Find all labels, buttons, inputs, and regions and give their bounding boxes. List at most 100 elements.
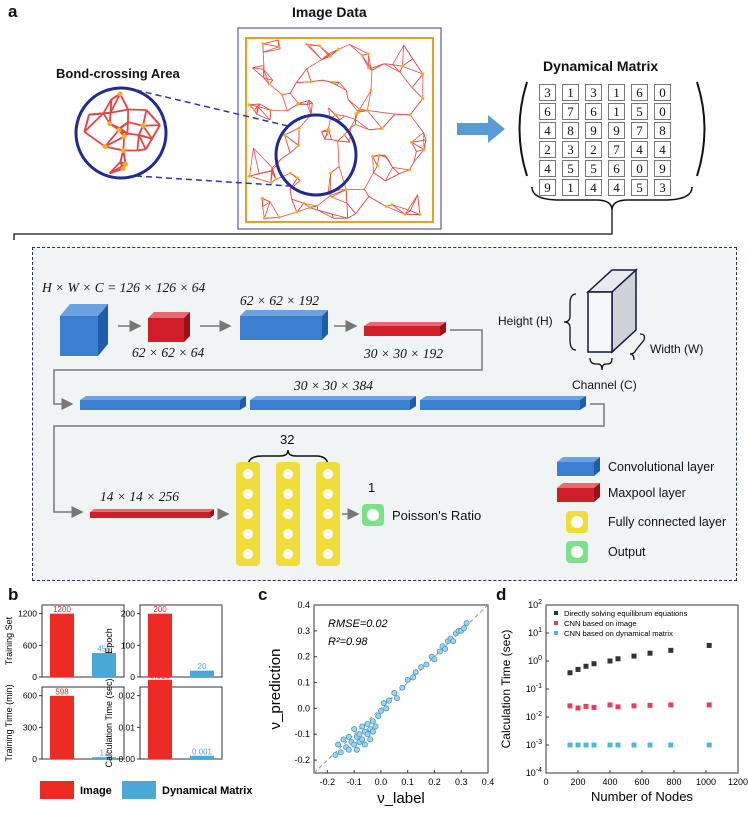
- fc-neuron: [283, 549, 293, 559]
- data-point: [351, 741, 358, 748]
- bond: [330, 189, 347, 196]
- bond: [252, 67, 265, 79]
- bond: [249, 103, 260, 106]
- data-point: [359, 736, 366, 743]
- matrix-cell: 0: [654, 103, 671, 120]
- data-point: [706, 702, 712, 708]
- bond: [256, 113, 271, 121]
- bond: [287, 104, 298, 112]
- bond: [402, 65, 424, 75]
- node: [309, 80, 313, 84]
- data-point: [337, 749, 344, 756]
- bond: [258, 169, 273, 174]
- bond: [368, 196, 387, 207]
- plot-frame: [313, 604, 489, 774]
- bond: [249, 148, 254, 177]
- bond: [349, 43, 369, 55]
- data-point: [575, 742, 581, 748]
- data-point: [394, 695, 400, 701]
- data-point: [706, 642, 712, 648]
- bond: [281, 152, 291, 159]
- hwc-label: H × W × C = 126 × 126 × 64: [42, 280, 206, 295]
- data-point: [364, 731, 371, 738]
- bar-value-label: 17: [100, 749, 109, 758]
- x-tick-label: -0.1: [346, 777, 362, 787]
- matrix-cell: 4: [608, 179, 625, 196]
- data-point: [353, 746, 360, 753]
- data-point: [383, 705, 390, 712]
- matrix-cell: 6: [631, 84, 648, 101]
- data-point: [369, 728, 376, 735]
- fc-layer-1: [236, 462, 260, 566]
- fc-neuron: [283, 469, 293, 479]
- node: [262, 216, 266, 220]
- data-point: [356, 731, 363, 738]
- y-tick-label: 102: [528, 599, 542, 610]
- x-tick-label: -0.2: [320, 777, 336, 787]
- matrix-cell: 5: [585, 160, 602, 177]
- zoom-bond: [103, 111, 111, 115]
- bond: [392, 64, 403, 67]
- node: [261, 42, 265, 46]
- data-point: [591, 661, 597, 667]
- node: [302, 201, 306, 205]
- node: [390, 203, 394, 207]
- data-point: [631, 653, 637, 659]
- matrix-cell: 8: [654, 122, 671, 139]
- data-point: [607, 702, 613, 708]
- bond: [322, 79, 335, 83]
- tick-label: 600: [23, 691, 37, 701]
- bar: [148, 679, 172, 759]
- bond: [399, 71, 413, 88]
- bond: [308, 100, 313, 104]
- zoom-bond: [136, 134, 140, 151]
- network-border: [245, 37, 434, 223]
- data-point: [607, 742, 613, 748]
- data-point: [575, 666, 581, 672]
- node: [342, 133, 346, 137]
- bond: [296, 207, 310, 213]
- fc-neuron: [243, 469, 253, 479]
- fc-layer-2: [276, 462, 300, 566]
- data-point: [404, 677, 411, 683]
- legend-label: Directly solving equilibrum equations: [564, 609, 687, 618]
- maxpool-layer-2: [364, 322, 446, 336]
- bond: [409, 98, 424, 116]
- fc-neuron: [323, 529, 333, 539]
- x-axis-label: Number of Nodes: [591, 789, 693, 804]
- zoom-node: [107, 121, 113, 127]
- matrix-cell: 2: [539, 141, 556, 158]
- bond: [298, 100, 310, 104]
- bond: [306, 68, 312, 82]
- bond: [391, 204, 411, 212]
- zoom-node: [123, 161, 129, 167]
- fc-neuron: [243, 509, 253, 519]
- bond: [392, 167, 410, 171]
- zoom-bond: [104, 145, 124, 152]
- bond: [381, 113, 396, 129]
- x-tick-label: 0.1: [401, 777, 414, 787]
- bond: [409, 194, 418, 211]
- data-point: [647, 742, 653, 748]
- node: [328, 54, 332, 58]
- conv-layer-1: [60, 304, 108, 356]
- bond: [257, 106, 271, 111]
- bond: [321, 131, 326, 140]
- bond: [413, 149, 425, 163]
- right-arrow-icon: [457, 115, 505, 143]
- data-point: [450, 638, 457, 645]
- node: [267, 82, 271, 86]
- bond: [391, 204, 406, 215]
- bond: [311, 79, 323, 83]
- bond: [331, 213, 334, 219]
- bond: [252, 67, 264, 70]
- tick-label: 100: [121, 640, 135, 650]
- bar-value-label: 200: [153, 605, 167, 614]
- node: [295, 176, 299, 180]
- bond: [355, 196, 370, 214]
- conv-layer-3b: [250, 396, 416, 410]
- node: [366, 52, 370, 56]
